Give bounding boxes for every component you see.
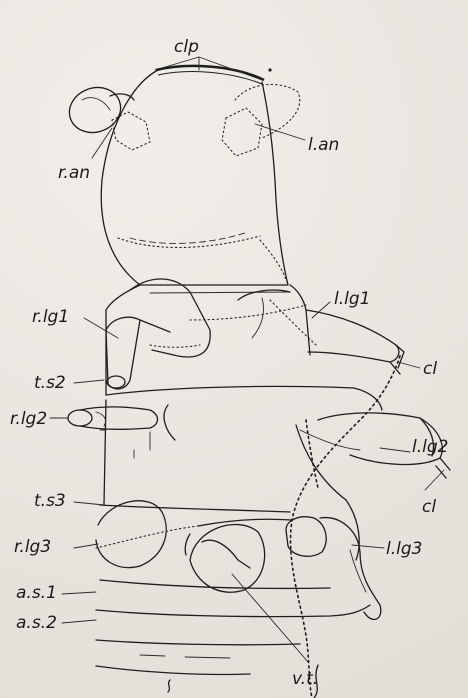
left-antenna	[222, 84, 300, 156]
label-ventral-tubercle: v.t.	[292, 669, 318, 689]
label-right-leg-2: r.lg2	[10, 409, 47, 429]
label-thoracic-segment-3: t.s3	[34, 491, 66, 511]
label-right-leg-3: r.lg3	[14, 537, 51, 557]
ventral-tubercle	[185, 525, 264, 593]
leader-lines	[50, 57, 444, 662]
label-claw-1: cl	[423, 359, 437, 379]
label-right-leg-1: r.lg1	[32, 307, 69, 327]
head-capsule	[101, 66, 288, 285]
label-left-leg-1: l.lg1	[334, 289, 370, 309]
label-left-leg-2: l.lg2	[412, 437, 448, 457]
label-clypeus: clp	[174, 37, 199, 57]
body-outline-dotted	[291, 356, 400, 698]
label-left-antenna: l.an	[308, 135, 339, 155]
label-thoracic-segment-2: t.s2	[34, 373, 66, 393]
abdominal-segments	[96, 580, 370, 698]
label-abdominal-segment-1: a.s.1	[16, 583, 57, 603]
right-leg-2	[68, 407, 158, 429]
label-abdominal-segment-2: a.s.2	[16, 613, 57, 633]
right-antenna	[63, 80, 150, 150]
label-claw-2: cl	[422, 497, 436, 517]
label-left-leg-3: l.lg3	[386, 539, 422, 559]
left-leg-3	[286, 517, 381, 620]
label-right-antenna: r.an	[58, 163, 90, 183]
